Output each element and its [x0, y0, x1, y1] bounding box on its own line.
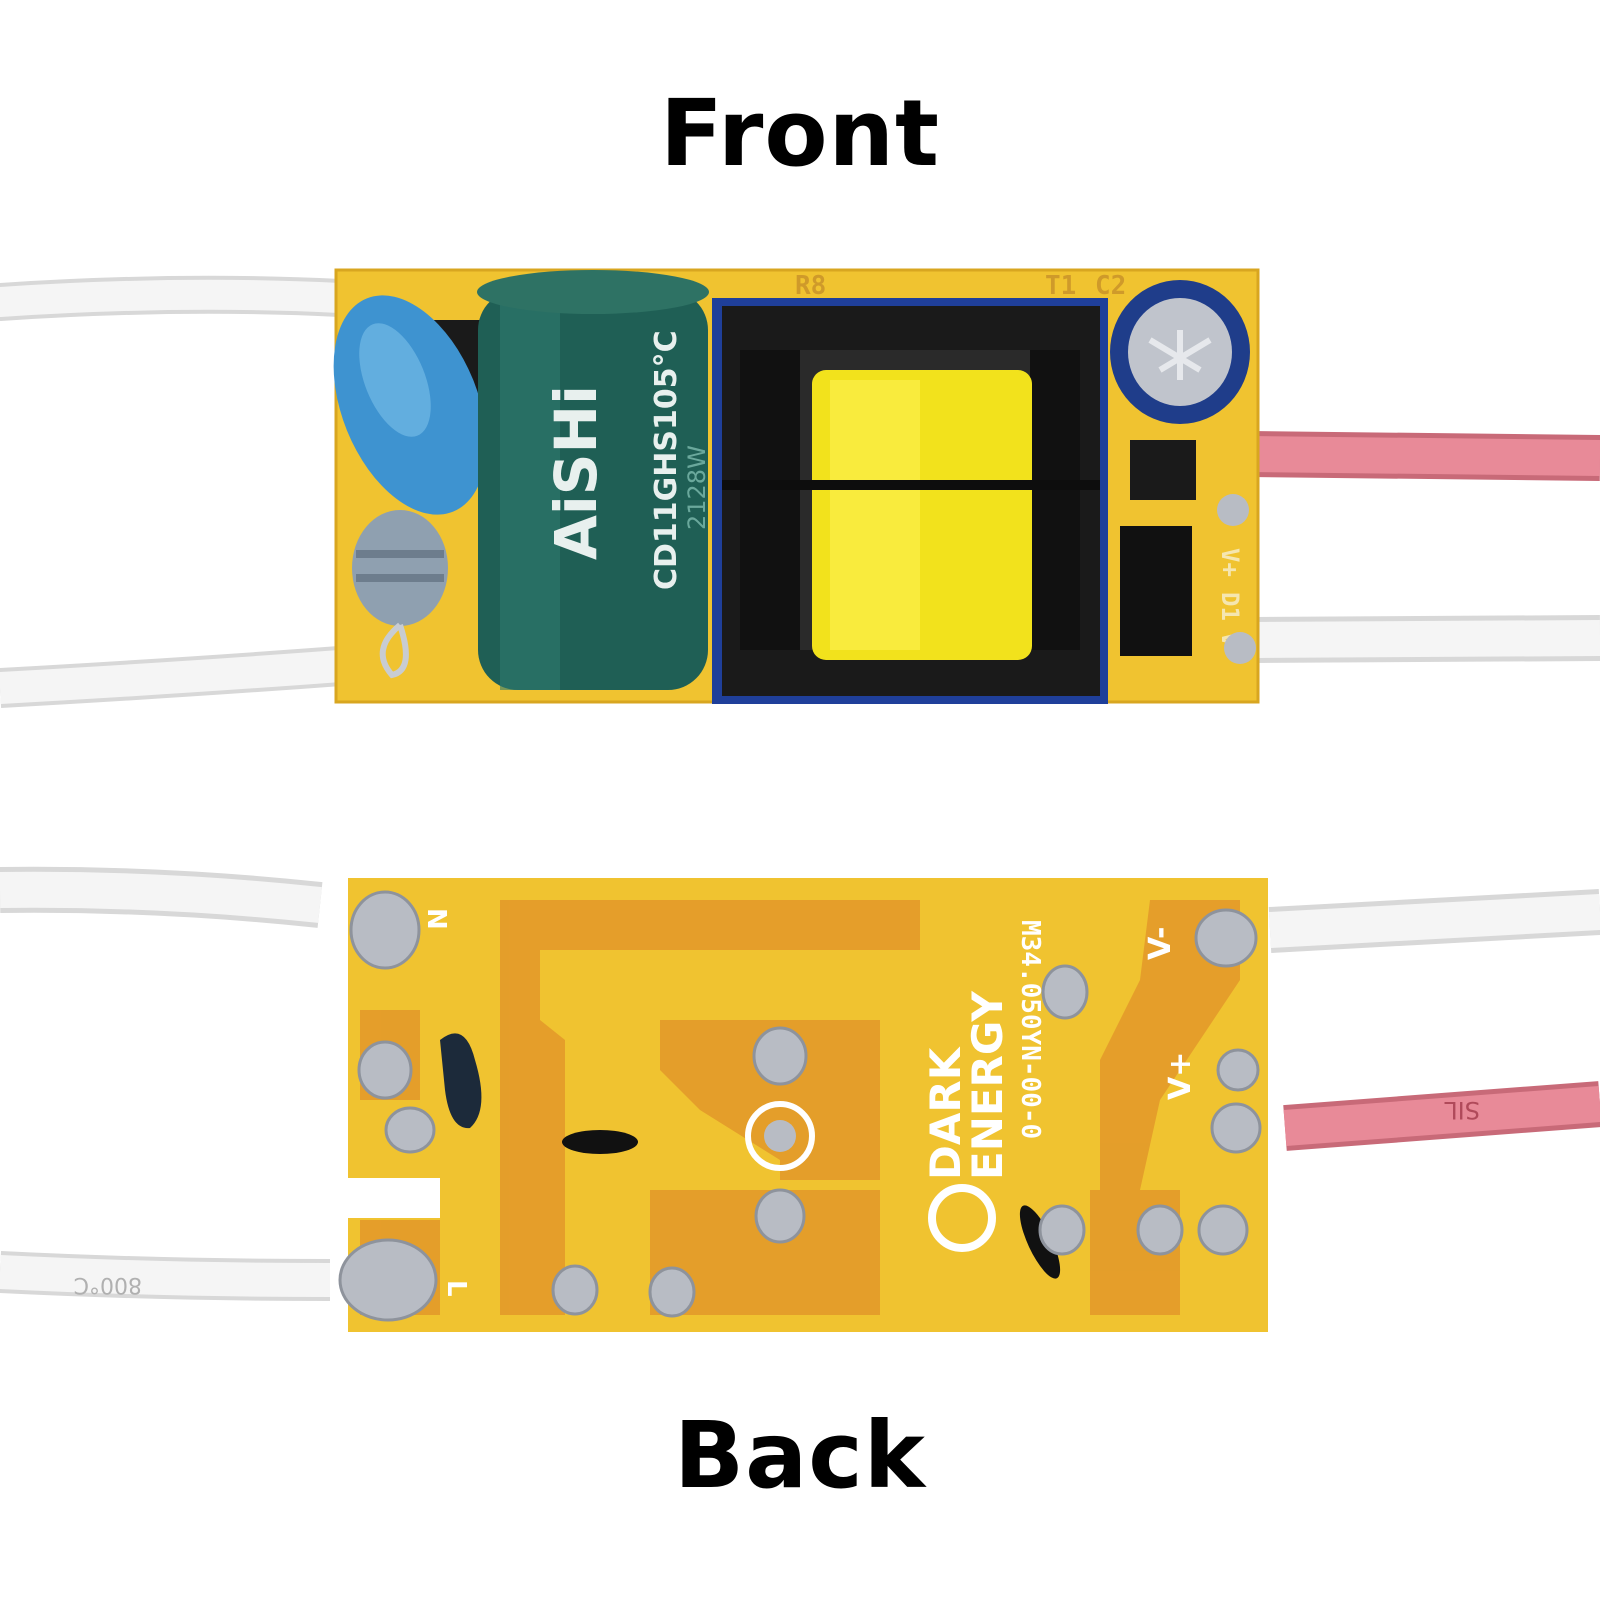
- wire-print-right: SIL: [1444, 1096, 1480, 1124]
- transformer: [712, 298, 1108, 704]
- front-board-photo: R8 T1 C2 V+ D1 V- AiSHi CD11GHS105°C 212…: [0, 268, 1600, 708]
- part-number: M34.050YN-00-0: [1015, 920, 1045, 1139]
- v-minus-pad: [1224, 632, 1256, 664]
- t1-silk: T1: [1045, 271, 1076, 301]
- capacitor-series: CD11GHS105°C: [649, 330, 684, 590]
- r8-silk: R8: [795, 271, 826, 301]
- v-plus-silk: V+: [1216, 548, 1244, 577]
- l-silk: L: [441, 1280, 471, 1297]
- smd-ic: [1130, 440, 1196, 500]
- v-minus-back-silk: V-: [1143, 927, 1178, 961]
- n-silk: N: [421, 908, 451, 930]
- back-wires: [0, 866, 1600, 1301]
- back-label: Back: [674, 1402, 926, 1509]
- capacitor-brand: AiSHi: [542, 385, 610, 560]
- smd-diode: [1120, 526, 1192, 656]
- v-plus-back-silk: V+: [1163, 1052, 1198, 1100]
- slot-center: [562, 1130, 638, 1154]
- resistor: [352, 510, 448, 626]
- brand-line-1: DARK: [921, 1046, 970, 1180]
- slot-right: [1019, 1205, 1061, 1279]
- d1-silk: D1: [1216, 592, 1244, 621]
- brand-logo: [928, 1184, 996, 1252]
- bulk-capacitor: AiSHi CD11GHS105°C 2128W: [477, 270, 711, 690]
- back-board-photo: 800°C SIL N L V- V+ DARK ENERGY M34.050Y…: [0, 866, 1600, 1332]
- slot-left: [440, 1033, 482, 1129]
- front-wires: [0, 275, 1600, 708]
- v-plus-pad: [1217, 494, 1249, 526]
- capacitor-rating: 2128W: [683, 445, 711, 530]
- output-capacitor: [1110, 280, 1250, 424]
- brand-line-2: ENERGY: [963, 991, 1012, 1180]
- solder-joints: [338, 890, 1262, 1322]
- c2-silk: C2: [1095, 271, 1126, 301]
- wire-print-left: 800°C: [74, 1272, 142, 1297]
- front-label: Front: [659, 80, 940, 187]
